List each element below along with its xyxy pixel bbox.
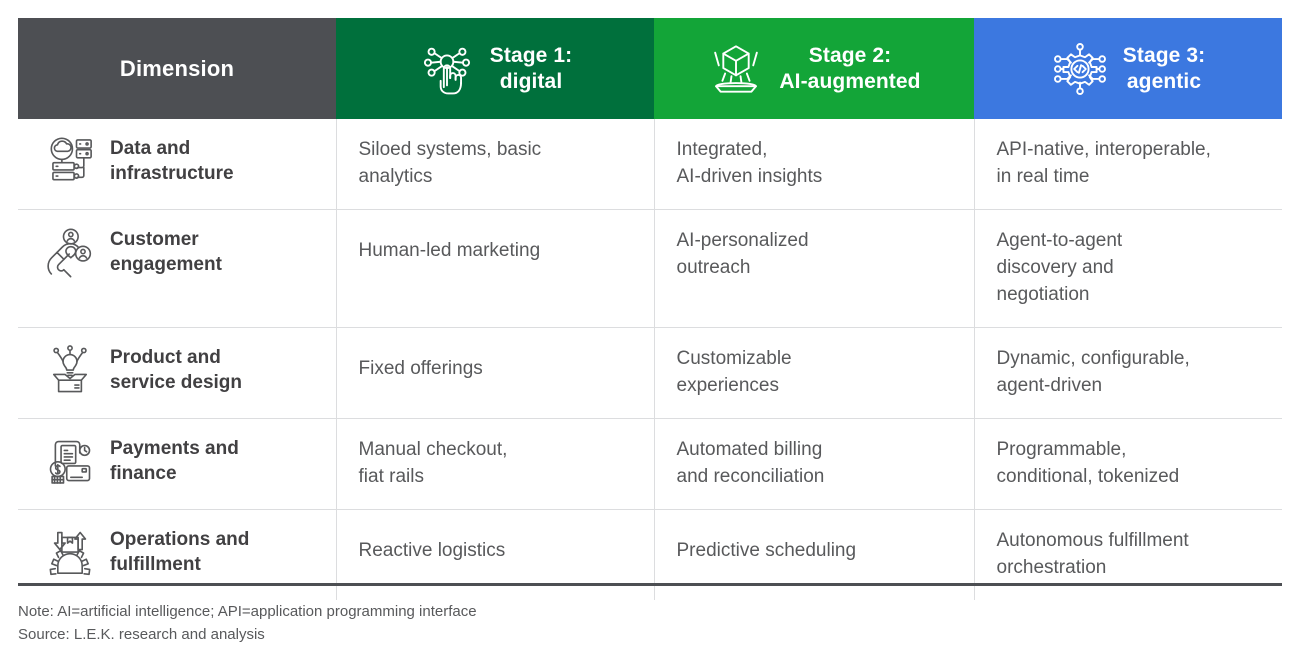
table-row: Operations and fulfillment Reactive logi…	[18, 508, 1282, 600]
row-stage2-cell: AI-personalized outreach	[653, 208, 974, 328]
stage3-text: API-native, interoperable, in real time	[996, 139, 1211, 187]
row-stage2-cell: Predictive scheduling	[653, 508, 974, 600]
dimension-label: Operations and fulfillment	[110, 528, 250, 575]
stage1-header-band: Stage 1: digital	[336, 18, 654, 119]
row-stage2-cell: Integrated, AI-driven insights	[653, 119, 974, 210]
stage1-text: Reactive logistics	[358, 540, 506, 562]
stage2-text: AI-personalized outreach	[676, 229, 809, 278]
table-bottom-rule	[18, 583, 1282, 586]
row-stage3-cell: Autonomous fulfillment orchestration	[973, 508, 1282, 600]
stage2-header-band: Stage 2: AI-augmented	[654, 18, 974, 119]
stage3-header-band: Stage 3: agentic	[974, 18, 1282, 119]
row-stage1-cell: Reactive logistics	[335, 508, 654, 600]
dimension-cell-content: Data and infrastructure	[18, 119, 336, 203]
footnotes: Note: AI=artificial intelligence; API=ap…	[18, 601, 477, 647]
row-dimension-cell: Payments and finance	[18, 417, 336, 510]
stage1-header-label: Stage 1: digital	[489, 43, 573, 93]
dimension-cell-content: Operations and fulfillment	[18, 510, 336, 594]
row-stage1-cell: Fixed offerings	[335, 326, 654, 419]
row-stage2-cell: Automated billing and reconciliation	[653, 417, 974, 510]
table-header: Dimension	[18, 18, 1282, 119]
stage3-text: Programmable, conditional, tokenized	[996, 438, 1180, 487]
stage2-header-label: Stage 2: AI-augmented	[779, 43, 921, 93]
idea-box-icon	[44, 344, 96, 396]
header-row: Dimension	[18, 18, 1282, 119]
stage3-text: Autonomous fulfillment orchestration	[996, 529, 1189, 578]
dimension-label: Payments and finance	[110, 437, 239, 484]
source-line: Source: L.E.K. research and analysis	[18, 625, 265, 643]
table-row: Customer engagement Human-led marketing …	[18, 208, 1282, 328]
payments-wallet-icon	[44, 435, 96, 487]
row-stage3-cell: Agent-to-agent discovery and negotiation	[973, 208, 1282, 328]
stage1-text: Siloed systems, basic analytics	[358, 139, 542, 187]
stage2-text: Automated billing and reconciliation	[676, 438, 825, 487]
logistics-gear-icon	[44, 526, 96, 578]
hologram-cube-icon	[707, 40, 765, 98]
table-row: Data and infrastructure Siloed systems, …	[18, 119, 1282, 210]
row-dimension-cell: Customer engagement	[18, 208, 336, 328]
stage-maturity-table: Dimension	[18, 18, 1282, 600]
dimension-header-band: Dimension	[18, 18, 336, 119]
table-row: Product and service design Fixed offerin…	[18, 326, 1282, 419]
stage3-header-cell: Stage 3: agentic	[974, 18, 1282, 119]
hand-touch-network-icon	[418, 40, 476, 98]
stage2-text: Integrated, AI-driven insights	[676, 139, 823, 187]
dimension-label: Data and infrastructure	[110, 137, 234, 184]
dimension-header-cell: Dimension	[18, 18, 336, 119]
row-stage1-cell: Human-led marketing	[335, 208, 654, 328]
row-stage3-cell: API-native, interoperable, in real time	[973, 119, 1282, 210]
dimension-cell-content: Payments and finance	[18, 419, 336, 503]
cloud-server-icon	[44, 135, 96, 187]
gear-code-network-icon	[1051, 40, 1109, 98]
stage2-header-cell: Stage 2: AI-augmented	[654, 18, 974, 119]
table-body: Data and infrastructure Siloed systems, …	[18, 119, 1282, 600]
stage1-header-cell: Stage 1: digital	[336, 18, 654, 119]
note-line: Note: AI=artificial intelligence; API=ap…	[18, 603, 477, 620]
dimension-label: Product and service design	[110, 346, 243, 393]
dimension-cell-content: Product and service design	[18, 328, 336, 412]
row-dimension-cell: Data and infrastructure	[18, 119, 336, 209]
stage3-header-label: Stage 3: agentic	[1122, 43, 1206, 93]
stage1-text: Manual checkout, fiat rails	[358, 438, 508, 487]
magnet-customers-icon	[44, 226, 96, 278]
dimension-label: Customer engagement	[110, 228, 222, 275]
stage1-text: Human-led marketing	[358, 240, 541, 262]
row-stage3-cell: Programmable, conditional, tokenized	[973, 417, 1282, 510]
dimension-cell-content: Customer engagement	[18, 210, 336, 294]
stage1-text: Fixed offerings	[358, 358, 483, 380]
row-stage3-cell: Dynamic, configurable, agent-driven	[973, 326, 1282, 419]
stage3-text: Agent-to-agent discovery and negotiation	[996, 229, 1123, 305]
dimension-header-label: Dimension	[119, 55, 235, 81]
row-dimension-cell: Operations and fulfillment	[18, 508, 336, 600]
row-stage1-cell: Siloed systems, basic analytics	[335, 119, 654, 210]
row-stage1-cell: Manual checkout, fiat rails	[335, 417, 654, 510]
stage3-text: Dynamic, configurable, agent-driven	[996, 347, 1190, 396]
row-dimension-cell: Product and service design	[18, 326, 336, 419]
stage2-text: Customizable experiences	[676, 347, 792, 396]
table-row: Payments and finance Manual checkout, fi…	[18, 417, 1282, 510]
row-stage2-cell: Customizable experiences	[653, 326, 974, 419]
stage2-text: Predictive scheduling	[676, 540, 857, 562]
